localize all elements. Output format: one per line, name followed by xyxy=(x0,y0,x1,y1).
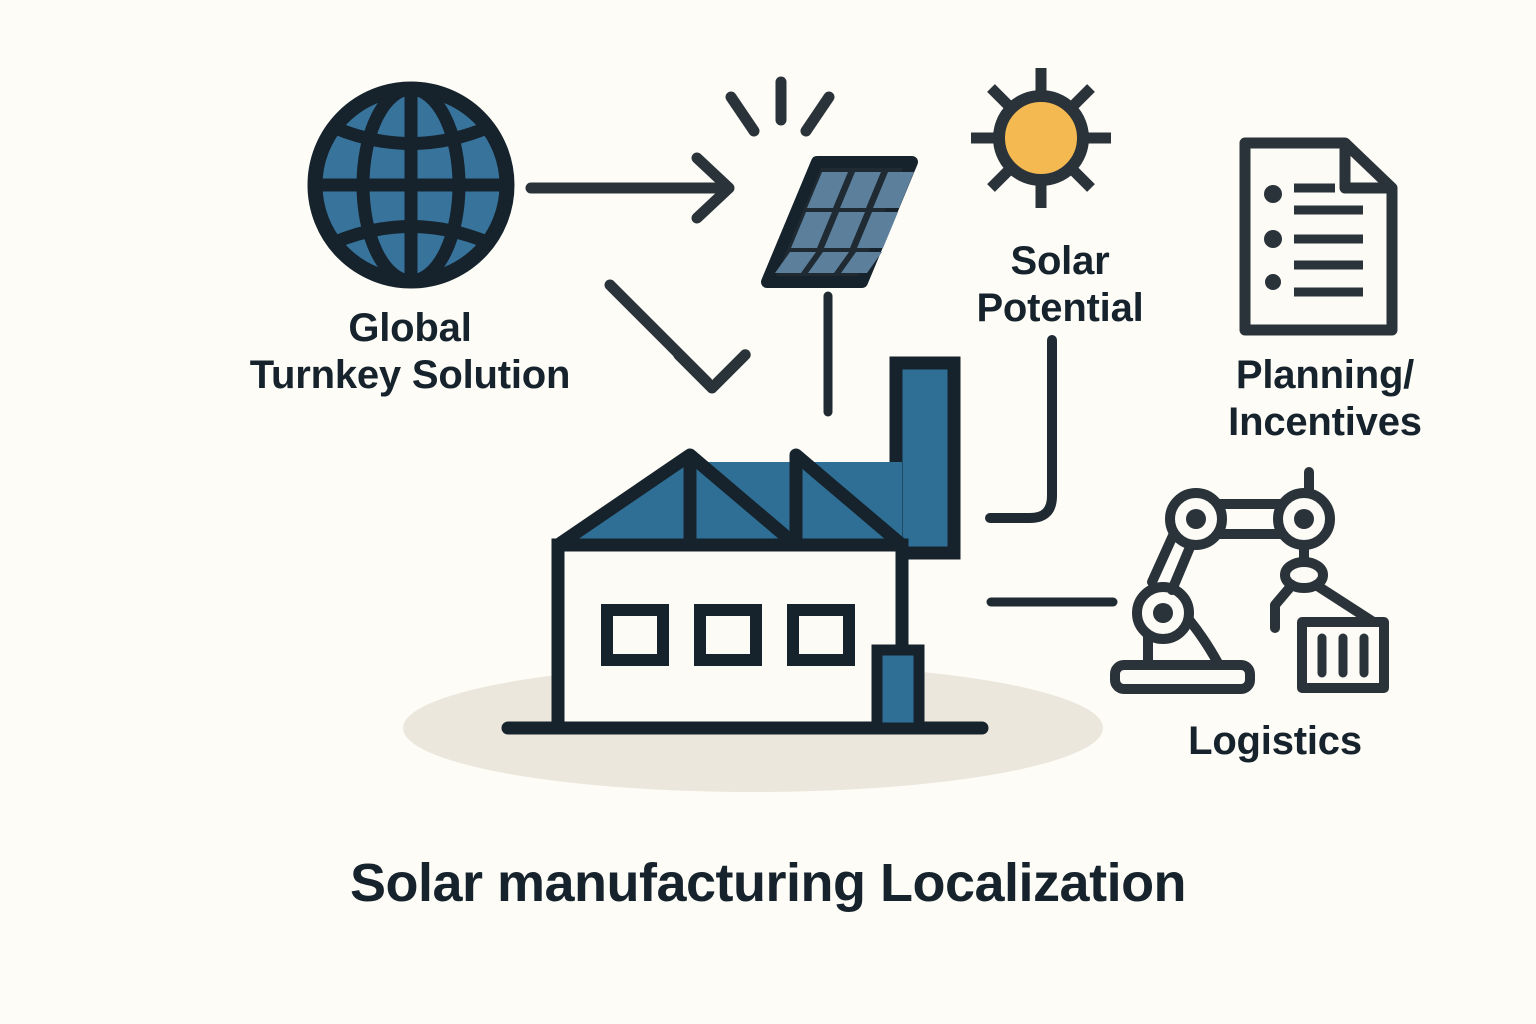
label-solar-potential: Solar Potential xyxy=(976,239,1144,331)
robot-arm-crane-icon xyxy=(1110,467,1389,694)
globe-icon xyxy=(307,81,515,289)
label-planning-incentives: Planning/ Incentives xyxy=(1228,353,1422,445)
document-checklist-icon xyxy=(1239,137,1398,336)
connector-globe-to-factory-arrow xyxy=(604,279,751,394)
label-logistics: Logistics xyxy=(1188,719,1362,763)
page-title: Solar manufacturing Localization xyxy=(349,853,1187,913)
solar-panel-icon xyxy=(761,156,918,288)
factory-icon xyxy=(501,356,989,735)
label-global-turnkey-solution: Global Turnkey Solution xyxy=(249,306,571,398)
connector-globe-to-panel-arrow xyxy=(525,152,735,224)
sun-icon xyxy=(971,68,1111,208)
sparkle-rays-icon xyxy=(725,76,835,137)
connector-solar-to-factory-elbow xyxy=(985,335,1057,523)
